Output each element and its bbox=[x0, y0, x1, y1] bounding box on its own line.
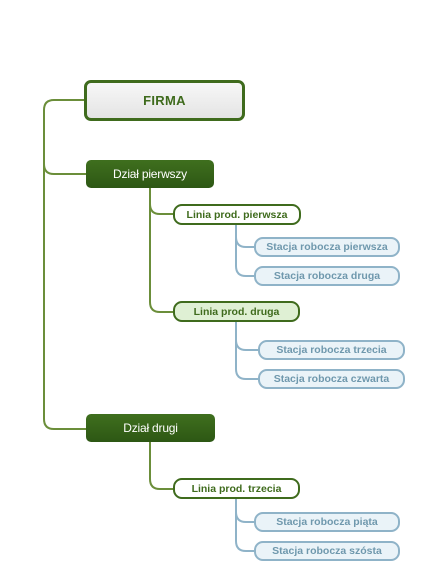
root-node-firma[interactable]: FIRMA bbox=[84, 80, 245, 121]
department-node-1[interactable]: Dział pierwszy bbox=[86, 160, 214, 188]
station-node-4[interactable]: Stacja robocza czwarta bbox=[258, 369, 405, 389]
station-node-1[interactable]: Stacja robocza pierwsza bbox=[254, 237, 400, 257]
department-node-2[interactable]: Dział drugi bbox=[86, 414, 215, 442]
station-node-6[interactable]: Stacja robocza szósta bbox=[254, 541, 400, 561]
line-node-1[interactable]: Linia prod. pierwsza bbox=[173, 204, 301, 225]
station-node-3[interactable]: Stacja robocza trzecia bbox=[258, 340, 405, 360]
line-node-2[interactable]: Linia prod. druga bbox=[173, 301, 300, 322]
line-node-3[interactable]: Linia prod. trzecia bbox=[173, 478, 300, 499]
station-node-5[interactable]: Stacja robocza piąta bbox=[254, 512, 400, 532]
station-node-2[interactable]: Stacja robocza druga bbox=[254, 266, 400, 286]
